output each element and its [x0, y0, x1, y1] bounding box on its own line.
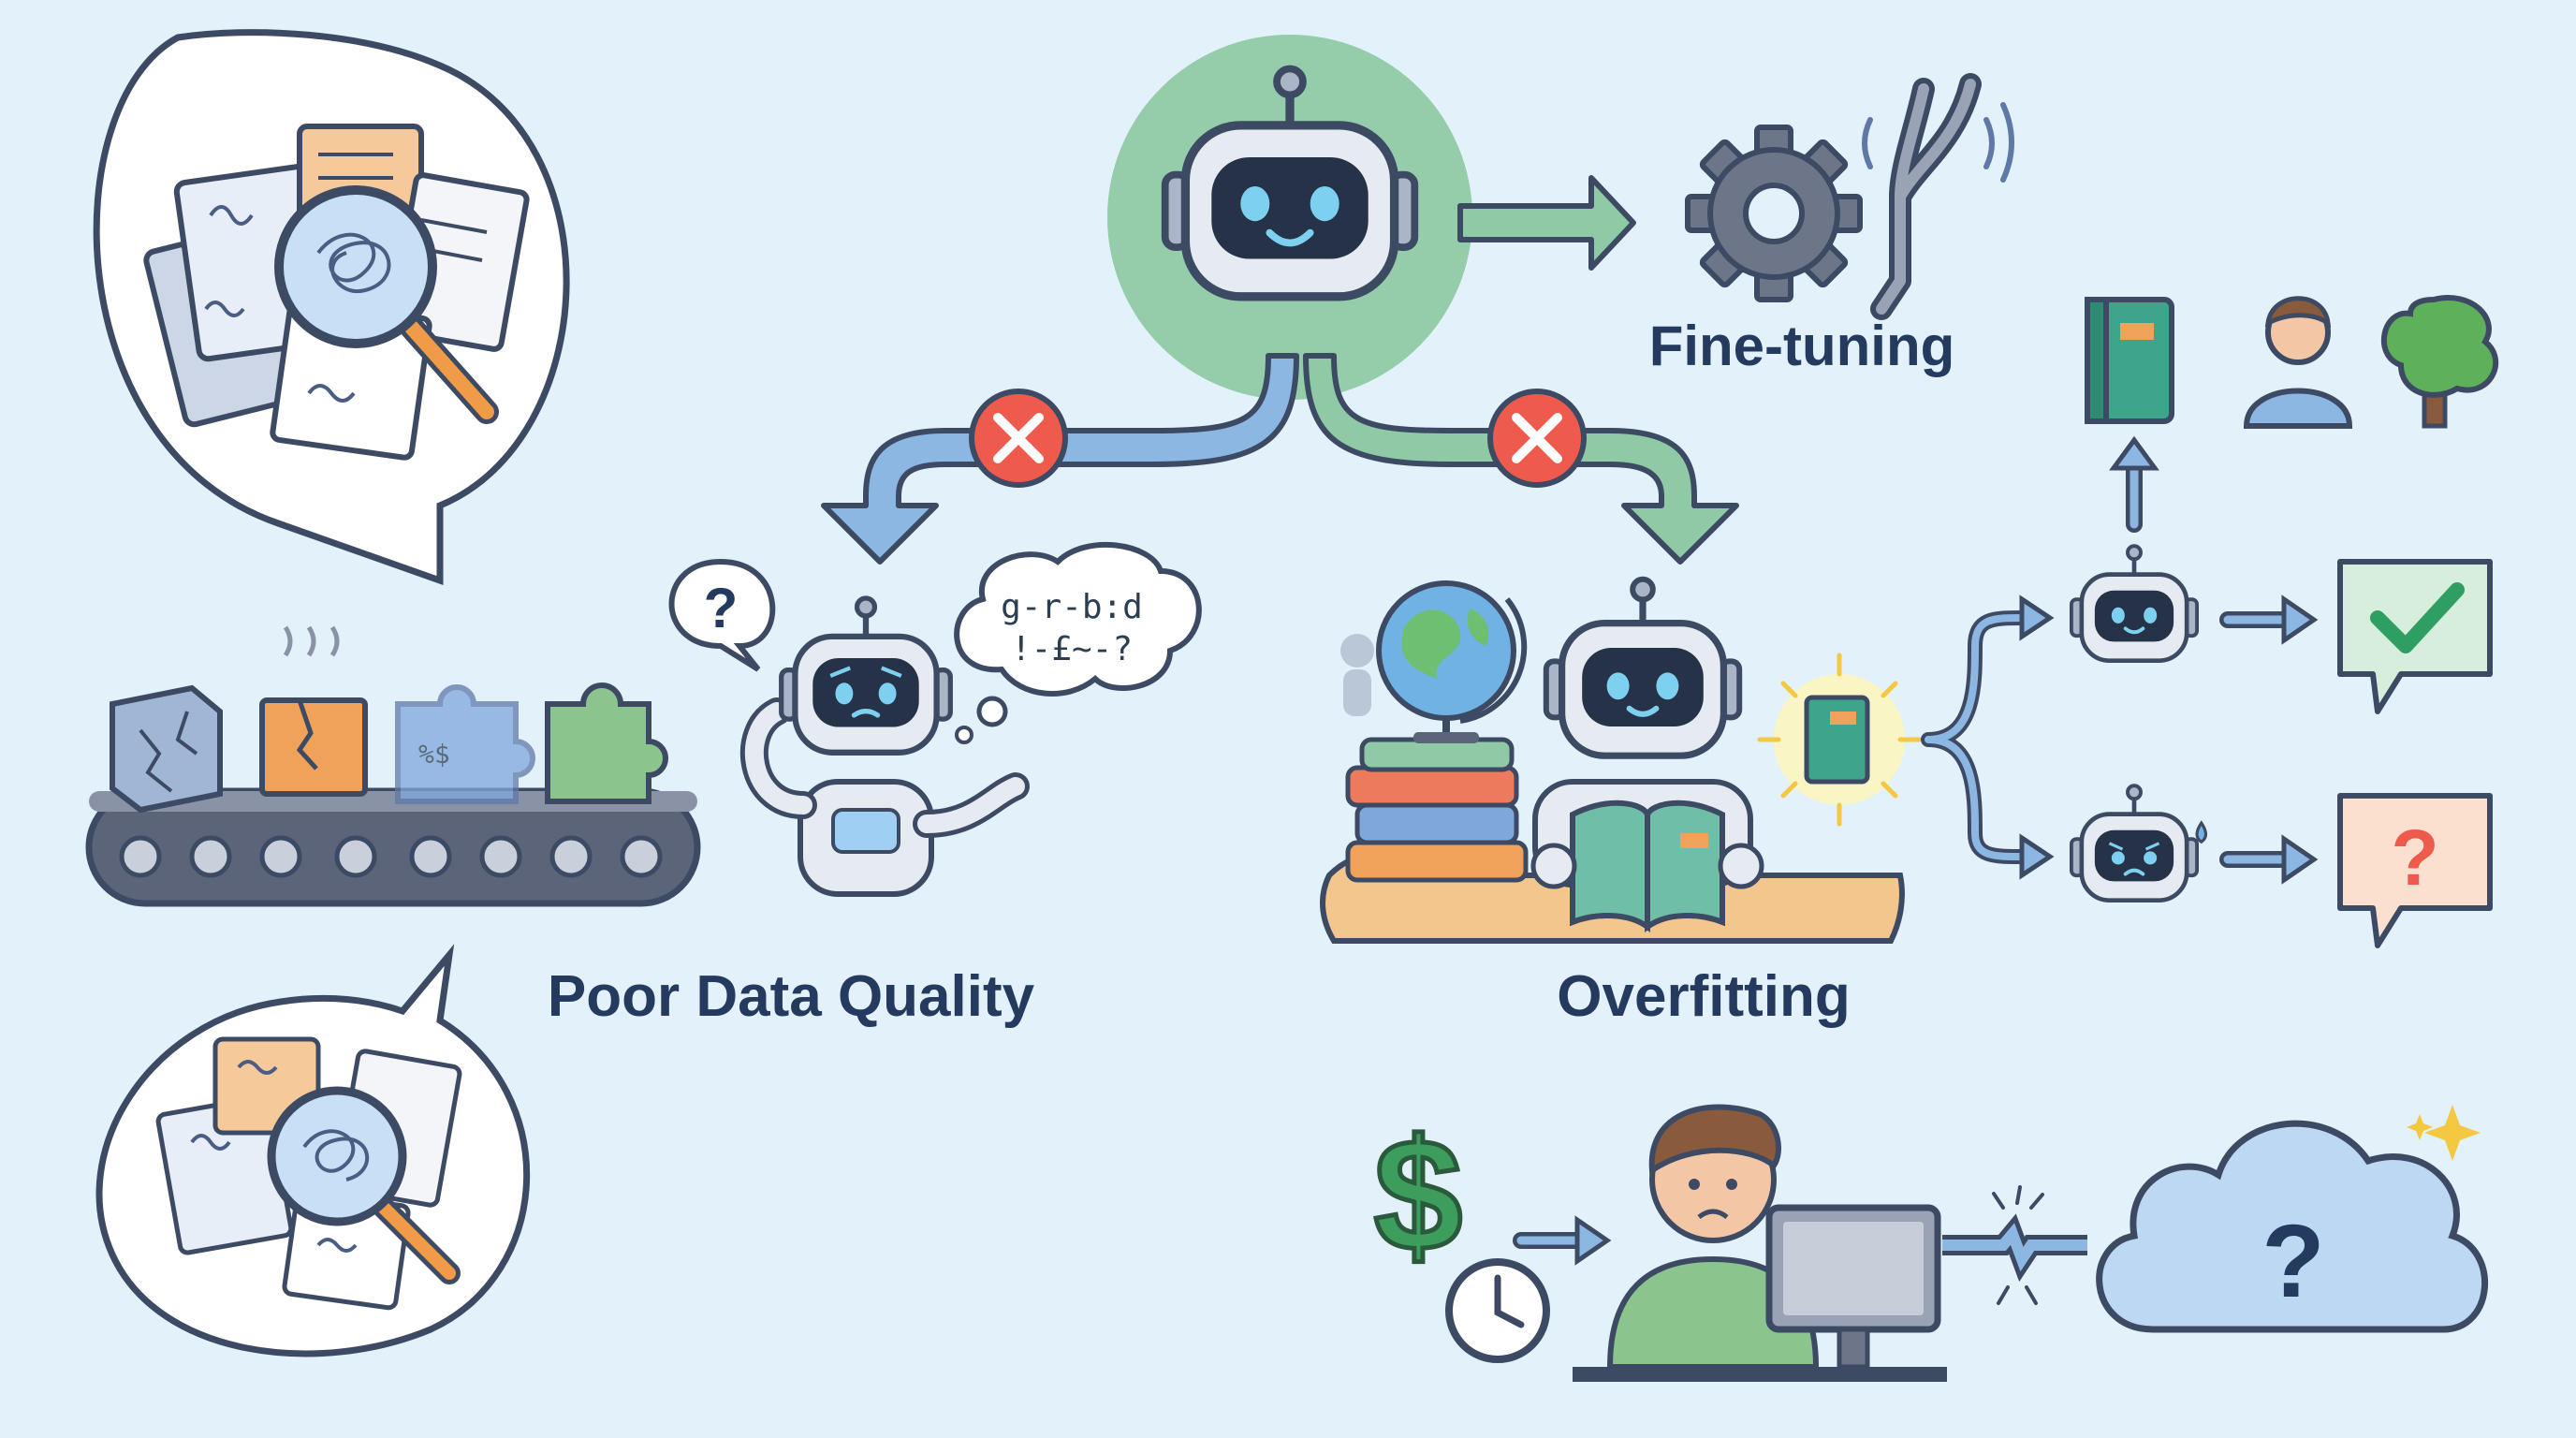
question-mark: ? — [2391, 814, 2438, 902]
question-mark: ? — [2261, 1204, 2324, 1319]
cross-icon — [969, 389, 1068, 488]
dollar-sign: $ — [1374, 1107, 1463, 1284]
cross-icon — [1487, 389, 1587, 488]
dollar-icon: $ — [1371, 1105, 1465, 1287]
puzzle-text: %$ — [418, 739, 450, 770]
stressed-user-at-computer — [1573, 1104, 1947, 1382]
cloud-icon: ? — [2096, 1105, 2488, 1333]
book-stack-icon — [1345, 737, 1529, 883]
tuning-fork-icon — [1862, 73, 2014, 320]
glowing-book-icon — [1757, 653, 1922, 827]
robot-icon — [782, 598, 951, 753]
path-to-fine-tuning — [1457, 175, 1636, 271]
person-icon — [2243, 296, 2353, 429]
branch-connector — [1921, 594, 2055, 880]
open-book-icon — [1570, 800, 1725, 932]
poor-data-quality-label: Poor Data Quality — [548, 964, 1035, 1029]
thought-bubble: g-r-b:d !-£~-? — [954, 541, 1202, 744]
computer-icon — [1765, 1204, 1941, 1370]
cracked-cube-icon — [110, 684, 223, 814]
up-arrow — [2109, 435, 2159, 533]
gear-icon — [1685, 125, 1863, 302]
question-icon: ? — [2337, 793, 2493, 948]
happy-small-robot — [2071, 546, 2197, 660]
arrow-right — [2219, 834, 2319, 885]
broken-box-icon — [259, 625, 368, 797]
central-robot — [1107, 35, 1472, 400]
blurry-puzzle-icon: %$ — [395, 684, 535, 804]
book-icon — [2085, 297, 2174, 424]
check-icon — [2337, 559, 2493, 714]
study-desk-scene — [1320, 580, 1922, 944]
studying-robot — [1530, 580, 1764, 932]
fine-tuning-label: Fine-tuning — [1649, 315, 1955, 377]
overfitting-label: Overfitting — [1557, 964, 1850, 1029]
arrow-right — [1513, 1215, 1612, 1266]
puzzle-piece-icon — [545, 682, 668, 804]
magnifying-glass-icon — [274, 185, 499, 424]
sad-small-robot — [2071, 785, 2207, 900]
garbled-text-line-2: !-£~-? — [1011, 630, 1133, 668]
arrow-right — [2219, 594, 2319, 645]
messy-documents-bubble-bottom — [95, 944, 531, 1357]
question-bubble: ? — [668, 558, 776, 672]
robot-icon — [1165, 68, 1415, 296]
clock-icon — [1445, 1258, 1550, 1363]
globe-icon — [1376, 580, 1528, 743]
confused-robot — [739, 598, 1030, 897]
garbled-text-line-1: g-r-b:d — [1001, 588, 1143, 626]
messy-documents-bubble-top — [93, 29, 570, 585]
conveyor-belt: %$ — [85, 625, 701, 907]
question-mark: ? — [704, 577, 739, 639]
broken-connection — [1942, 1185, 2087, 1305]
magnifying-glass-icon — [267, 1086, 461, 1284]
tree-icon — [2381, 295, 2499, 429]
robot-icon — [1546, 580, 1739, 756]
person-silhouette-icon — [1340, 634, 1374, 716]
